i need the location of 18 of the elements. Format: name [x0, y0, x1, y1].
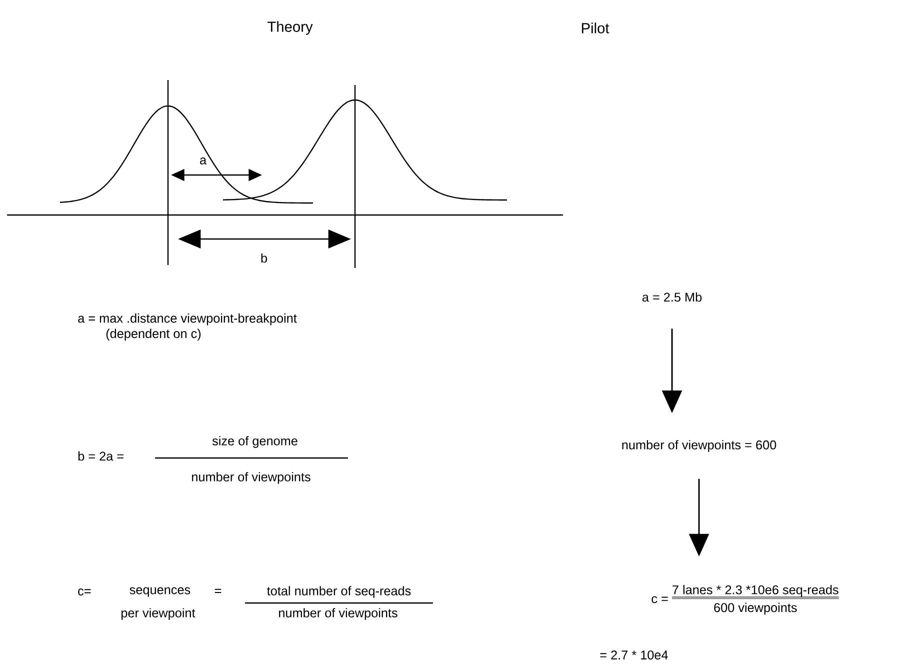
- definition-text: a = max .distance viewpoint-breakpoint (dependent on c): [78, 313, 297, 341]
- column-heading: Pilot: [582, 22, 610, 34]
- formula-text: number of viewpoints: [279, 608, 398, 620]
- formula-text: c=: [78, 588, 91, 596]
- value-text: number of viewpoints = 600: [622, 440, 776, 452]
- formula-text: per viewpoint: [122, 608, 196, 620]
- dimension-label: b: [261, 253, 267, 263]
- formula-text: =: [214, 588, 222, 593]
- formula-text: b = 2a =: [78, 451, 124, 461]
- column-heading: Theory: [268, 21, 313, 35]
- formula-text: c = 7 lanes * 2.3 *10e6 seq-reads 600 viewpoints: [652, 584, 840, 615]
- formula-text: sequences: [130, 587, 190, 597]
- dimension-label: a: [200, 158, 207, 164]
- formula-text: number of viewpoints: [192, 472, 310, 484]
- value-text: a = 2.5 Mb: [642, 292, 702, 302]
- formula-text: size of genome: [212, 436, 298, 448]
- formula-text: total number of seq-reads: [267, 586, 411, 598]
- result-text: = 2.7 * 10e4: [600, 650, 668, 660]
